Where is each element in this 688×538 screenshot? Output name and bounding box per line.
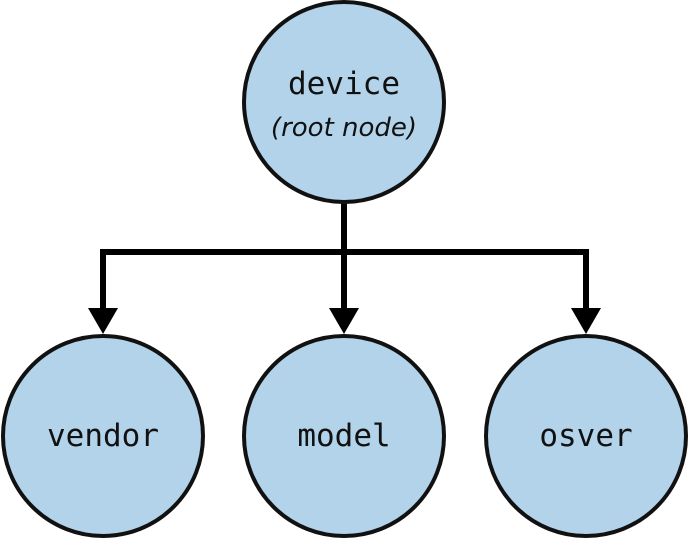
child-node-model-label: model — [297, 418, 390, 454]
arrowhead-vendor — [88, 308, 118, 334]
edge-root-to-vendor — [100, 203, 347, 312]
root-node-circle — [242, 0, 446, 204]
root-node: device (root node) — [242, 0, 446, 204]
root-node-note: (root node) — [271, 113, 417, 143]
arrowhead-osver — [571, 308, 601, 334]
child-node-osver-circle — [484, 334, 688, 538]
edge-root-to-osver — [344, 249, 589, 312]
root-node-label: device — [288, 66, 400, 102]
child-node-osver-label: osver — [539, 418, 632, 454]
child-node-model-circle — [242, 334, 446, 538]
edges — [88, 203, 601, 334]
child-node-vendor-circle — [1, 334, 205, 538]
child-node-vendor-label: vendor — [47, 418, 159, 454]
child-node-model: model — [242, 334, 446, 538]
child-node-vendor: vendor — [1, 334, 205, 538]
arrowhead-model — [329, 308, 359, 334]
child-node-osver: osver — [484, 334, 688, 538]
